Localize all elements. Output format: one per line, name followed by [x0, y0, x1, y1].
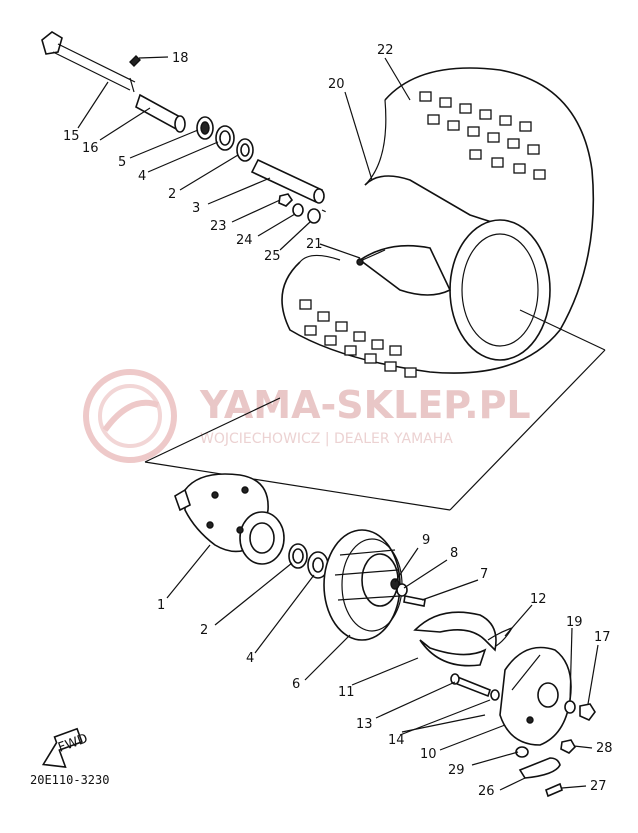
callout-20: 20 [328, 77, 345, 92]
o-ring [490, 689, 500, 701]
callout-3: 3 [192, 201, 200, 216]
washer-9 [390, 578, 400, 590]
callouts: 15 16 18 5 4 2 3 23 24 25 21 20 22 1 2 4… [63, 43, 613, 799]
callout-17: 17 [594, 630, 611, 645]
watermark: YAMA-SKLEP.PL WOJCIECHOWICZ | DEALER YAM… [83, 369, 531, 463]
callout-15: 15 [63, 129, 80, 144]
callout-19: 19 [566, 615, 583, 630]
callout-23: 23 [210, 219, 227, 234]
oil-seal [196, 116, 214, 140]
spacer-lower [288, 543, 308, 569]
callout-9: 9 [422, 533, 430, 548]
bolt-27 [545, 782, 563, 798]
callout-13: 13 [356, 717, 373, 732]
washer-19 [564, 700, 576, 714]
rim [358, 175, 606, 361]
camshaft-lever [518, 757, 561, 779]
callout-24: 24 [236, 233, 253, 248]
brake-shoe-plate [499, 646, 572, 746]
bearing-lower [307, 551, 329, 579]
callout-22: 22 [377, 43, 394, 58]
callout-14: 14 [388, 733, 405, 748]
brake-shoe [413, 611, 497, 667]
washer-24 [292, 203, 304, 217]
fwd-arrow-icon: FWD [41, 727, 90, 768]
callout-8: 8 [450, 546, 458, 561]
axle [41, 31, 136, 93]
callout-25: 25 [264, 249, 281, 264]
washer-25 [307, 208, 321, 224]
nut [278, 193, 294, 207]
watermark-title: YAMA-SKLEP.PL [199, 383, 531, 427]
callout-7: 7 [480, 567, 488, 582]
callout-10: 10 [420, 747, 437, 762]
callout-29: 29 [448, 763, 465, 778]
callout-6: 6 [292, 677, 300, 692]
bearing-upper [215, 125, 235, 151]
callout-4-lower: 4 [246, 651, 254, 666]
collar [135, 93, 186, 133]
camshaft [450, 673, 491, 698]
hub [174, 473, 285, 565]
leader-lines [77, 57, 599, 791]
watermark-logo [83, 369, 177, 463]
spacer-upper [236, 138, 254, 162]
valve [356, 249, 386, 266]
callout-18: 18 [172, 51, 189, 66]
callout-26: 26 [478, 784, 495, 799]
callout-5: 5 [118, 155, 126, 170]
spacer-tube [250, 158, 325, 204]
nut-17 [579, 703, 596, 721]
brake-drum [323, 529, 403, 641]
callout-2-upper: 2 [168, 187, 176, 202]
callout-11: 11 [338, 685, 355, 700]
callout-12: 12 [530, 592, 547, 607]
diagram-code: 20E110-3230 [30, 773, 109, 787]
callout-27: 27 [590, 779, 607, 794]
nut-28 [560, 739, 576, 754]
callout-28: 28 [596, 741, 613, 756]
callout-16: 16 [82, 141, 99, 156]
callout-2-lower: 2 [200, 623, 208, 638]
bolt-7 [403, 595, 426, 607]
watermark-subtitle: WOJCIECHOWICZ | DEALER YAMAHA [200, 431, 453, 447]
callout-4-upper: 4 [138, 169, 146, 184]
tire [281, 67, 595, 378]
cotter-pin [129, 55, 169, 67]
callout-1-lower: 1 [157, 598, 165, 613]
callout-21: 21 [306, 237, 323, 252]
